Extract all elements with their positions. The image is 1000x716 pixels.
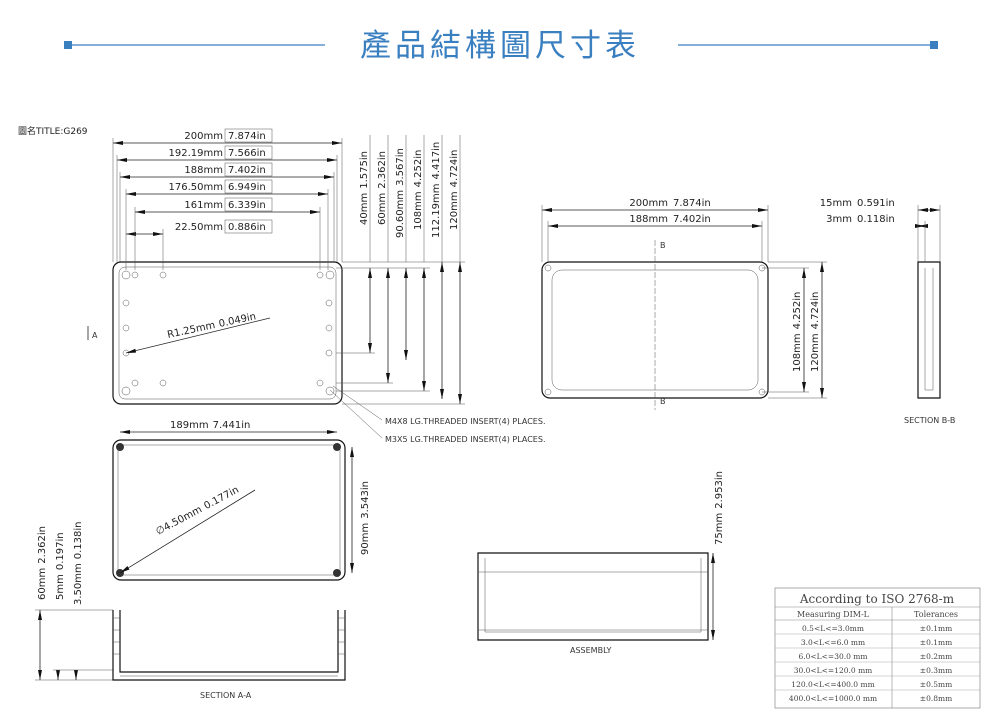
table-title: According to ISO 2768-m xyxy=(799,592,955,606)
tolerance-table: According to ISO 2768-m Measuring DIM-L … xyxy=(774,587,981,709)
dim-section-15-mm: 15mm xyxy=(820,198,852,209)
dim-section-15-in: 0.591in xyxy=(857,198,895,209)
table-header-measuring: Measuring DIM-L xyxy=(797,610,870,619)
right-view: B B 200mm 7.874in 188mm 7.402in 108mm4.2… xyxy=(541,198,955,425)
dim-section-3-mm: 3mm xyxy=(826,214,852,225)
dim-right-width-200-in: 7.874in xyxy=(673,198,711,209)
dim-height-120: 120mm4.724in xyxy=(449,150,460,230)
top-view: 200mm 7.874in 192.19mm 7.566in 188mm 7.4… xyxy=(87,128,545,444)
dim-width-161-in: 6.339in xyxy=(228,200,266,211)
table-cell: 120.0<L<=400.0 mm xyxy=(791,680,874,689)
table-cell: ±0.5mm xyxy=(920,680,952,689)
header-left-square xyxy=(64,41,72,49)
section-marker-a: A xyxy=(92,331,98,340)
dim-width-200-in: 7.874in xyxy=(228,131,266,142)
section-a-a-label: SECTION A-A xyxy=(200,691,252,700)
dim-height-60: 60mm2.362in xyxy=(377,151,388,225)
drawing-title: 圖名TITLE:G269 xyxy=(18,125,88,137)
dim-width-192-in: 7.566in xyxy=(228,148,266,159)
dim-side-60: 60mm2.362in xyxy=(37,526,48,600)
section-marker-b-bottom: B xyxy=(660,397,666,406)
assembly-label: ASSEMBLY xyxy=(570,646,611,655)
dim-width-22-in: 0.886in xyxy=(228,222,266,233)
table-cell: 0.5<L<=3.0mm xyxy=(802,624,864,633)
callout-m3x5: M3X5 LG.THREADED INSERT(4) PLACES. xyxy=(385,435,545,444)
dim-width-176-mm: 176.50mm xyxy=(169,182,223,193)
dim-assembly-height: 75mm2.953in xyxy=(714,471,725,545)
table-header-tolerances: Tolerances xyxy=(914,610,958,619)
page-title: 產品結構圖尺寸表 xyxy=(360,28,640,64)
dim-width-22-mm: 22.50mm xyxy=(175,222,223,233)
dim-hole-diameter: ∅4.50mm0.177in xyxy=(154,485,241,538)
dim-right-height-120: 120mm4.724in xyxy=(810,292,821,372)
table-cell: 6.0<L<=30.0 mm xyxy=(798,652,867,661)
section-b-b-label: SECTION B-B xyxy=(904,416,955,425)
dim-width-188-mm: 188mm xyxy=(184,165,223,176)
dim-right-width-188-in: 7.402in xyxy=(673,214,711,225)
dim-height-108: 108mm4.252in xyxy=(413,150,424,230)
dim-width-192-mm: 192.19mm xyxy=(169,148,223,159)
dim-width-188-in: 7.402in xyxy=(228,165,266,176)
table-cell: ±0.3mm xyxy=(920,666,952,675)
section-marker-b-top: B xyxy=(660,241,666,250)
assembly-view: 75mm2.953in ASSEMBLY xyxy=(477,471,725,655)
dim-height-40: 40mm1.575in xyxy=(359,151,370,225)
dim-right-width-200-mm: 200mm xyxy=(629,198,668,209)
dim-right-width-188-mm: 188mm xyxy=(629,214,668,225)
header: 產品結構圖尺寸表 xyxy=(64,28,938,64)
dim-height-90: 90.60mm3.567in xyxy=(395,148,406,238)
dim-section-3-in: 0.118in xyxy=(857,214,895,225)
header-right-square xyxy=(930,41,938,49)
dim-side-3-5: 3.50mm0.138in xyxy=(73,522,84,606)
dim-height-112: 112.19mm4.417in xyxy=(431,142,442,238)
dim-bottom-height: 90mm3.543in xyxy=(360,481,371,555)
table-cell: ±0.2mm xyxy=(920,652,952,661)
callout-m4x8: M4X8 LG.THREADED INSERT(4) PLACES. xyxy=(385,417,545,426)
dim-width-161-mm: 161mm xyxy=(184,200,223,211)
table-cell: ±0.1mm xyxy=(920,624,952,633)
table-cell: ±0.1mm xyxy=(920,638,952,647)
table-cell: 400.0<L<=1000.0 mm xyxy=(789,694,877,703)
table-cell: 3.0<L<=6.0 mm xyxy=(801,638,865,647)
dim-width-200-mm: 200mm xyxy=(184,131,223,142)
dim-right-height-108: 108mm4.252in xyxy=(792,292,803,372)
table-cell: ±0.8mm xyxy=(920,694,952,703)
dim-width-176-in: 6.949in xyxy=(228,182,266,193)
table-cell: 30.0<L<=120.0 mm xyxy=(794,666,873,675)
dim-side-5: 5mm0.197in xyxy=(55,532,66,600)
